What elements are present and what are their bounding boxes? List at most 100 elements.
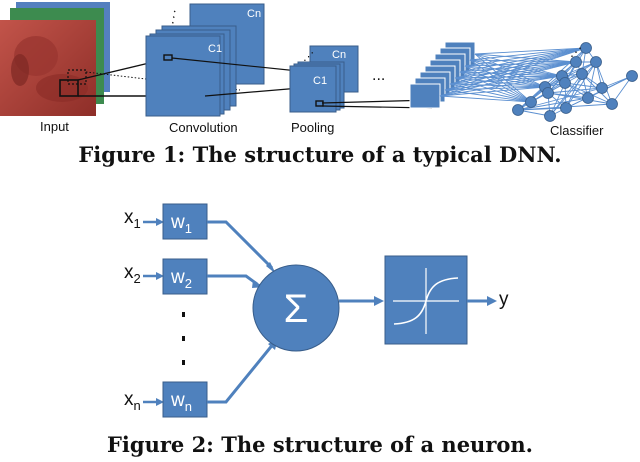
weight-w2-label: w2	[170, 267, 192, 291]
classifier-connection	[530, 73, 583, 103]
pooling-label: Pooling	[291, 120, 334, 135]
classifier-connection	[564, 82, 603, 89]
input-image-stack	[0, 2, 110, 116]
input-arrows	[143, 218, 164, 406]
classifier-connection	[454, 77, 546, 88]
pool-first-map-label: C1	[313, 75, 327, 87]
classifier-connection	[549, 73, 583, 117]
classifier-node	[525, 96, 537, 108]
pool-map-front	[289, 65, 337, 113]
conv-last-map-label: Cn	[247, 8, 261, 20]
classifier-connection	[439, 61, 577, 97]
arrow-head-icon	[487, 296, 497, 306]
neuron-diagram: x1 x2 xn w1 w2 wn	[124, 203, 509, 418]
classifier-label: Classifier	[550, 123, 604, 138]
classifier-connection	[449, 83, 532, 103]
classifier-connection	[444, 61, 577, 91]
classifier-connection	[547, 47, 587, 94]
convolution-stack: C1 Cn ⋰	[145, 3, 265, 117]
conv-map-front	[145, 35, 221, 117]
classifier-connection	[474, 47, 587, 55]
classifier-connection	[454, 61, 577, 79]
classifier-connection	[474, 53, 563, 77]
input-label: Input	[40, 119, 69, 134]
classifier-node	[580, 42, 592, 54]
classifier-connection	[454, 77, 532, 103]
pool-stack-ellipsis: ⋰	[303, 51, 314, 63]
weight-w1-label: w1	[170, 212, 192, 236]
classifier-connection	[474, 53, 546, 88]
classifier-node	[576, 68, 588, 80]
classifier-node	[559, 77, 571, 89]
classifier-node	[626, 70, 638, 82]
classifier-connection	[517, 97, 589, 111]
classifier-connection	[464, 65, 546, 88]
classifier-node	[512, 104, 524, 116]
connection-w1-to-sum	[207, 220, 274, 270]
classifier-connection	[547, 87, 603, 94]
classifier-connection	[549, 82, 566, 117]
input-x2-label: x2	[124, 262, 141, 286]
dnn-diagram: C1 Cn ⋰ C1 Cn ⋰ ... ⋰ Input Con	[0, 2, 638, 138]
conv-to-pool-line	[171, 57, 309, 73]
classifier-dots: ⋰	[570, 45, 582, 59]
classifier-connection	[474, 53, 577, 63]
figure1-caption: Figure 1: The structure of a typical DNN…	[78, 142, 562, 167]
classifier-connection	[449, 61, 577, 85]
connection-w2-to-sum	[207, 274, 258, 286]
classifier-connection	[587, 61, 597, 99]
weight-wn-label: wn	[170, 390, 192, 414]
pooling-stack: C1 Cn ⋰	[289, 45, 359, 113]
classifier-node	[582, 92, 594, 104]
classifier-connection	[459, 71, 546, 88]
classifier-connection	[587, 75, 633, 99]
classifier-connection	[444, 86, 546, 91]
classifier-connection	[464, 65, 532, 103]
conv-first-map-label: C1	[208, 43, 222, 55]
classifier-connection	[565, 73, 583, 109]
convolution-label: Convolution	[169, 120, 238, 135]
arrow-head-icon	[156, 398, 164, 406]
sigmoid-curve-icon	[393, 268, 459, 334]
connection-wn-to-sum	[207, 342, 276, 404]
classifier-connection	[549, 61, 597, 117]
input-xn-label: xn	[124, 389, 141, 413]
arrow-head-icon	[156, 272, 164, 280]
classifier-connection	[469, 59, 546, 88]
classifier-node	[544, 110, 556, 122]
classifier-connection	[547, 92, 613, 105]
arrow-head-icon	[156, 218, 164, 226]
weight-wn-box	[162, 381, 208, 418]
classifier-connection	[565, 61, 597, 109]
weight-w2-box	[162, 258, 208, 295]
classifier-node	[596, 82, 608, 94]
classifier-connection	[444, 89, 532, 103]
receptive-field	[59, 79, 79, 97]
classifier-node	[590, 56, 602, 68]
figure2-caption: Figure 2: The structure of a neuron.	[107, 432, 533, 457]
classifier-connection	[439, 95, 532, 103]
classifier-connection	[459, 61, 577, 73]
classifier-nodes	[512, 42, 638, 122]
summation-node	[252, 264, 340, 352]
pool-last-map-label: Cn	[332, 49, 346, 61]
output-y-label: y	[499, 289, 509, 310]
classifier-connection	[474, 53, 532, 103]
receptive-field-outer	[67, 69, 87, 85]
classifier-connection	[469, 59, 532, 103]
classifier-node	[560, 102, 572, 114]
classifier-connection	[449, 83, 546, 88]
dog-body-shape	[36, 74, 88, 102]
classifier-node	[570, 56, 582, 68]
classifier-connection	[459, 71, 532, 103]
fc-layer	[409, 83, 441, 109]
conv-to-pool-line	[204, 87, 301, 97]
conv-kernel-marker	[163, 54, 173, 61]
vertical-ellipsis	[182, 312, 185, 365]
classifier-connection	[439, 86, 546, 97]
dog-ear-shape	[11, 54, 29, 86]
arrow-head-icon	[374, 296, 384, 306]
input-x1-label: x1	[124, 207, 141, 231]
classifier-node	[606, 98, 618, 110]
